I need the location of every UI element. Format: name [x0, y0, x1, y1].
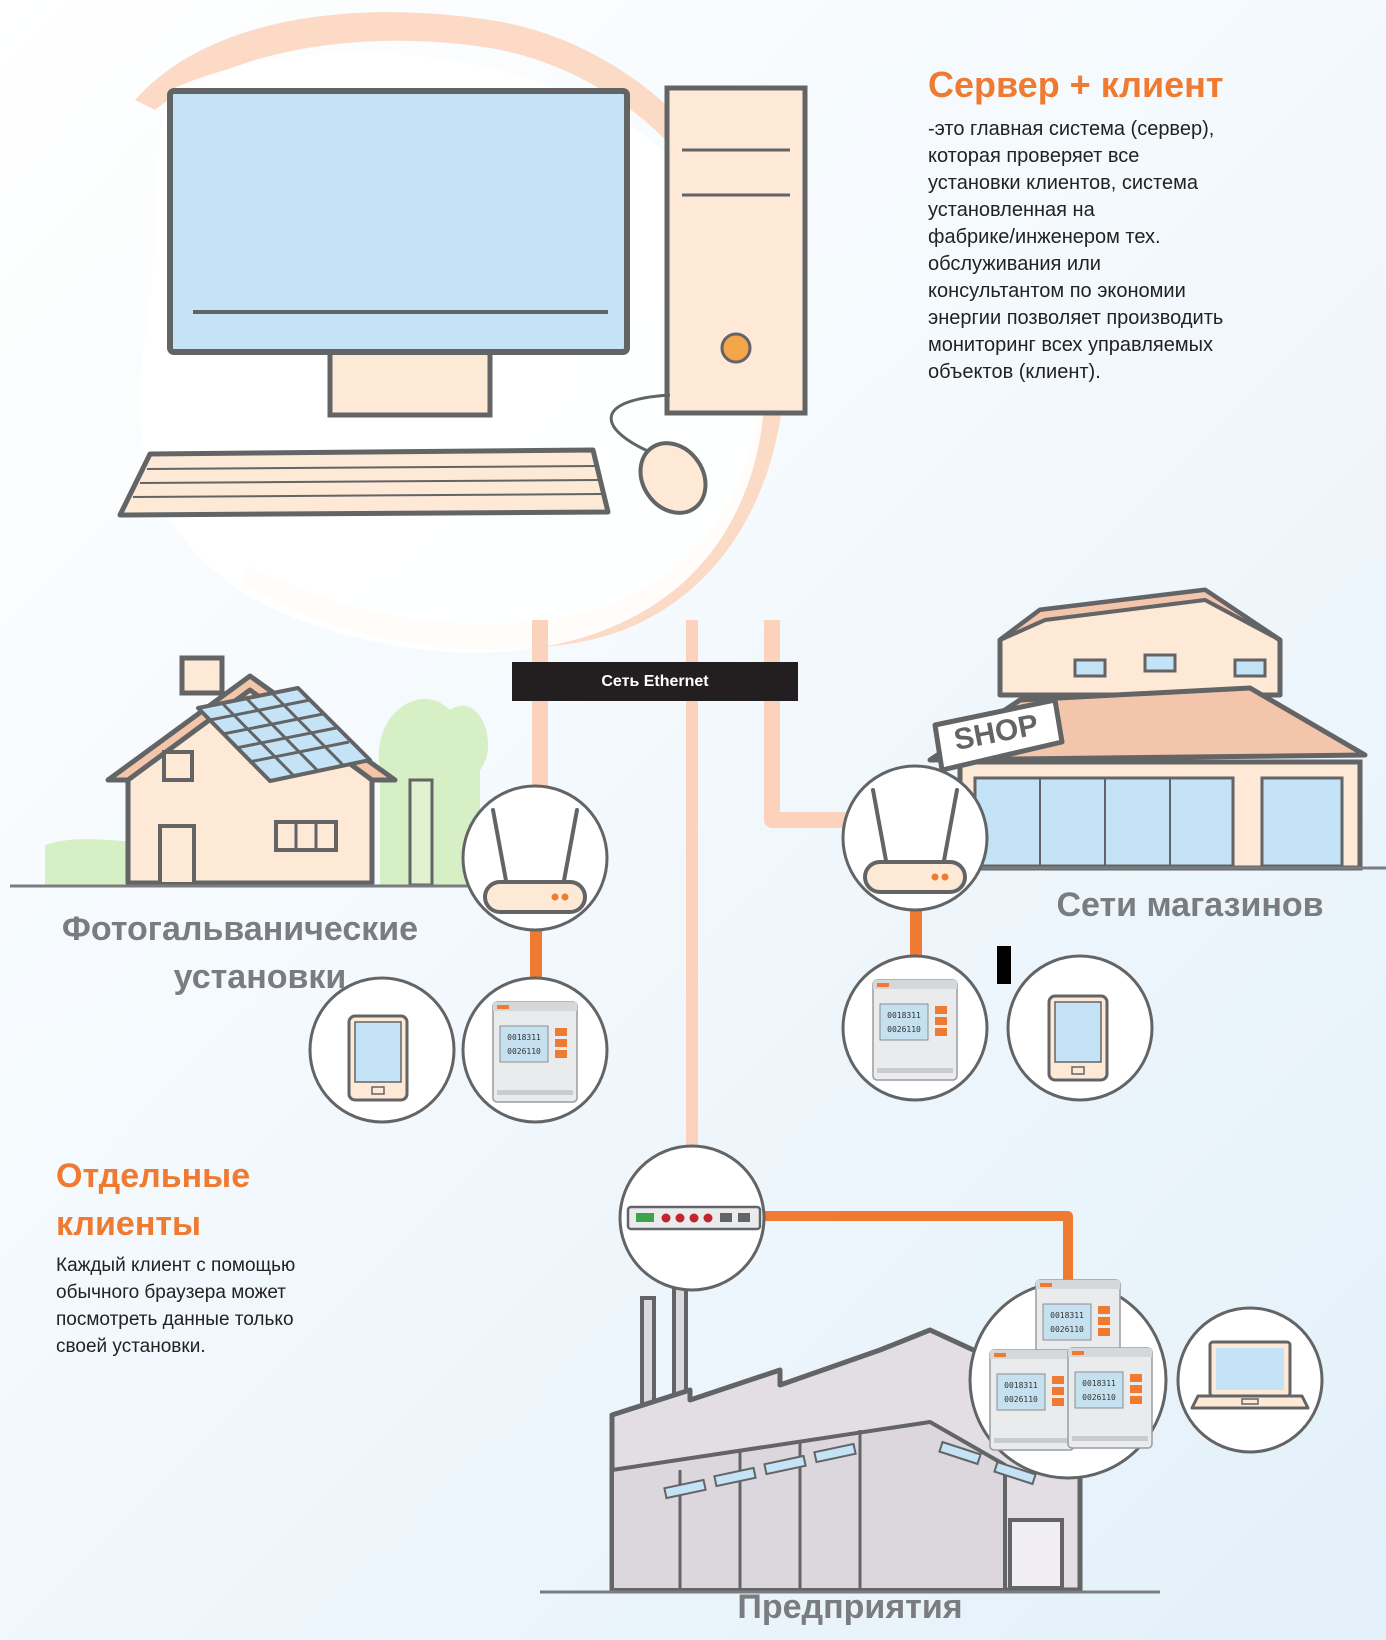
- shop-building: SHOP: [850, 587, 1386, 871]
- pv-installations-label: Фотогальванические установки: [61, 910, 419, 996]
- tablet-circle-shop: [1006, 954, 1154, 1102]
- factory-building: [540, 1260, 1160, 1594]
- individual-clients-title: Отдельные клиенты: [56, 1157, 251, 1243]
- shop-chains-label: Сети магазинов: [1056, 886, 1324, 924]
- meters-circle-factory: [968, 1279, 1168, 1480]
- pv-house: [10, 655, 489, 888]
- meter-circle-pv: [461, 976, 609, 1124]
- black-marker: [997, 946, 1011, 984]
- router-circle-pv: [461, 784, 609, 932]
- router-circle-shop: [841, 764, 989, 912]
- desktop-computer: [117, 85, 808, 518]
- meter-circle-shop: [841, 954, 989, 1102]
- server-client-description: -это главная система (сервер), которая п…: [928, 118, 1224, 383]
- server-client-title: Сервер + клиент: [928, 64, 1224, 105]
- enterprises-label: Предприятия: [737, 1588, 963, 1626]
- switch-circle: [618, 1144, 766, 1292]
- tablet-circle-pv: [308, 976, 456, 1124]
- ethernet-network-label: Сеть Ethernet: [512, 662, 798, 701]
- individual-clients-description: Каждый клиент с помощью обычного браузер…: [56, 1255, 296, 1357]
- laptop-circle-factory: [1176, 1306, 1324, 1454]
